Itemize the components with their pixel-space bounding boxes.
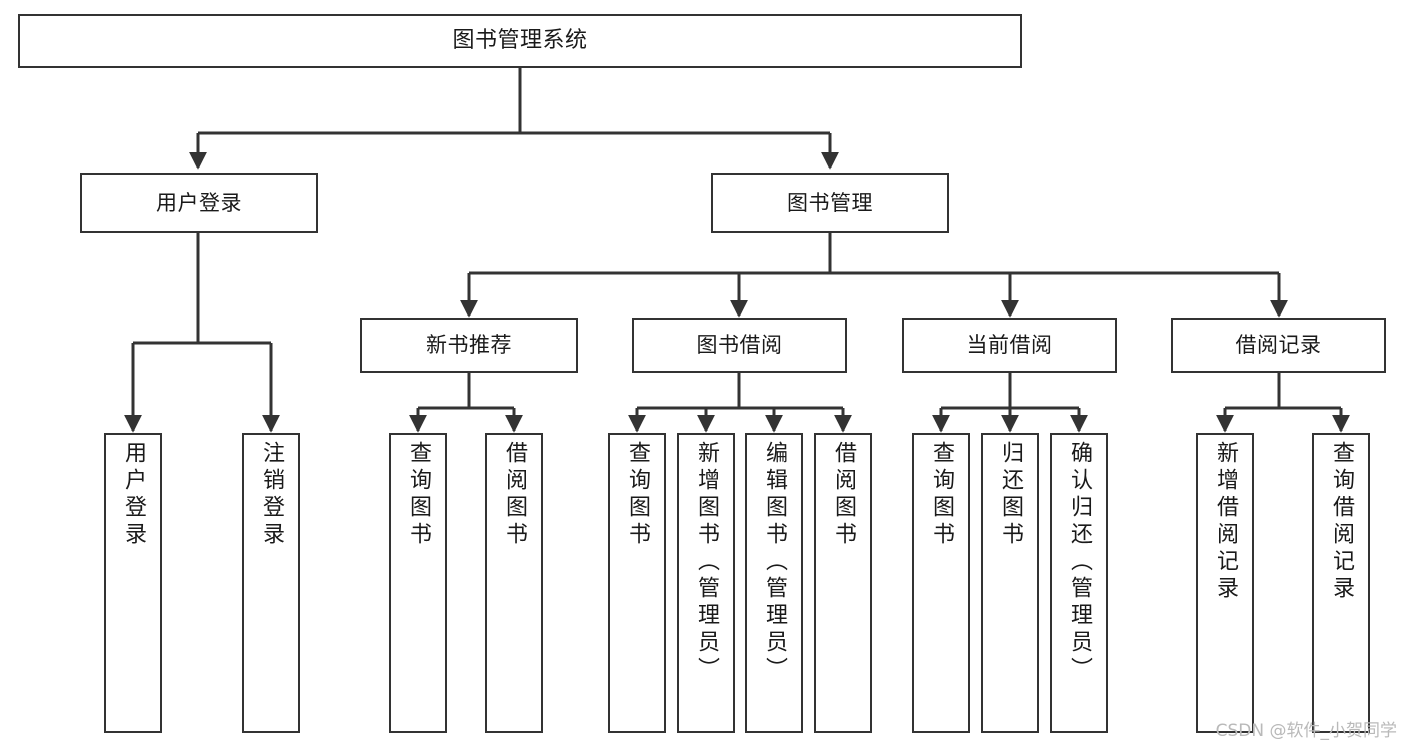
node-leaf-query-book-1-label: 查询图书 [406,441,431,549]
node-leaf-borrow-book-2-label: 借阅图书 [831,441,856,549]
node-leaf-confirm-return-label: 确认归还（管理员） [1067,441,1092,684]
node-leaf-return-book-label: 归还图书 [998,441,1023,549]
node-user-login-label: 用户登录 [156,190,242,215]
node-leaf-user-logout[interactable]: 注销登录 [242,433,300,733]
node-leaf-user-login[interactable]: 用户登录 [104,433,162,733]
node-root-label: 图书管理系统 [452,28,588,54]
node-borrow-record[interactable]: 借阅记录 [1171,318,1386,373]
node-leaf-query-record[interactable]: 查询借阅记录 [1312,433,1370,733]
node-borrow-record-label: 借阅记录 [1235,333,1322,358]
node-leaf-add-book-label: 新增图书（管理员） [694,441,719,684]
node-leaf-add-record[interactable]: 新增借阅记录 [1196,433,1254,733]
node-book-manage[interactable]: 图书管理 [711,173,949,233]
node-leaf-query-book-3-label: 查询图书 [929,441,954,549]
node-leaf-borrow-book-1[interactable]: 借阅图书 [485,433,543,733]
node-current-borrow-label: 当前借阅 [966,333,1053,358]
node-leaf-user-login-label: 用户登录 [121,441,146,549]
node-user-login[interactable]: 用户登录 [80,173,318,233]
node-leaf-query-book-2[interactable]: 查询图书 [608,433,666,733]
node-leaf-borrow-book-1-label: 借阅图书 [502,441,527,549]
node-new-book-rec[interactable]: 新书推荐 [360,318,578,373]
node-leaf-borrow-book-2[interactable]: 借阅图书 [814,433,872,733]
node-book-borrow[interactable]: 图书借阅 [632,318,847,373]
node-leaf-edit-book[interactable]: 编辑图书（管理员） [745,433,803,733]
node-leaf-user-logout-label: 注销登录 [259,441,284,549]
node-leaf-query-record-label: 查询借阅记录 [1329,441,1354,603]
node-leaf-query-book-1[interactable]: 查询图书 [389,433,447,733]
node-root[interactable]: 图书管理系统 [18,14,1022,68]
node-book-borrow-label: 图书借阅 [696,333,783,358]
node-leaf-edit-book-label: 编辑图书（管理员） [762,441,787,684]
csdn-watermark: CSDN @软件_小贺同学 [1215,721,1397,741]
node-leaf-query-book-3[interactable]: 查询图书 [912,433,970,733]
node-new-book-rec-label: 新书推荐 [426,333,512,358]
node-leaf-query-book-2-label: 查询图书 [625,441,650,549]
node-leaf-add-record-label: 新增借阅记录 [1213,441,1238,603]
node-leaf-add-book[interactable]: 新增图书（管理员） [677,433,735,733]
node-current-borrow[interactable]: 当前借阅 [902,318,1117,373]
node-leaf-return-book[interactable]: 归还图书 [981,433,1039,733]
node-leaf-confirm-return[interactable]: 确认归还（管理员） [1050,433,1108,733]
node-book-manage-label: 图书管理 [787,190,873,215]
